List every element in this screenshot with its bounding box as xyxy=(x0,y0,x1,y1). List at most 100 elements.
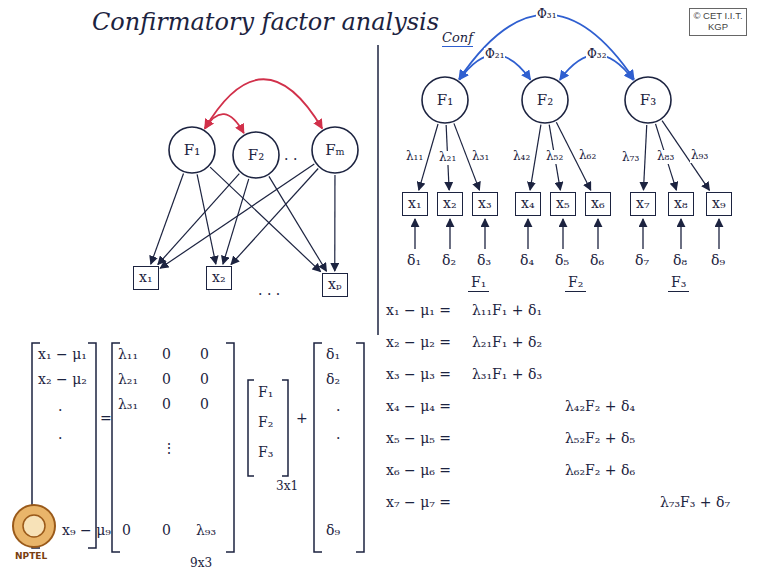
factor-circle: F₁ xyxy=(421,76,469,124)
handwritten-label: δ₂ xyxy=(442,252,456,269)
edge-label: λ₂₁ xyxy=(438,151,457,165)
loading-arrow xyxy=(334,175,335,271)
node-text: F₁ xyxy=(184,141,200,159)
variable-box: x₁ xyxy=(402,192,428,216)
edge-label: λ₉₃ xyxy=(690,149,709,163)
handwritten-label: = xyxy=(100,410,112,427)
error-arrow xyxy=(562,219,563,249)
edge-label: λ₇₃ xyxy=(621,151,640,165)
handwritten-label: λ₅₂F₂ + δ₅ xyxy=(565,430,635,447)
node-text: xₚ xyxy=(328,274,342,295)
edge-label: λ₅₂ xyxy=(545,150,564,164)
handwritten-label: NPTEL xyxy=(15,551,47,562)
handwritten-label: . xyxy=(58,398,62,415)
handwritten-label: . . . xyxy=(258,282,280,299)
variable-box: x₂ xyxy=(437,192,463,216)
handwritten-label: F₁ xyxy=(468,274,489,292)
bracket xyxy=(356,343,364,552)
error-arrows xyxy=(415,219,719,249)
bracket xyxy=(88,343,96,548)
bracket xyxy=(314,343,322,552)
node-text: F₁ xyxy=(437,91,453,109)
edge-label: Φ₃₁ xyxy=(536,8,557,22)
correlation-arc xyxy=(205,79,322,128)
handwritten-label: λ₂₁ xyxy=(118,371,138,388)
variable-box: x₄ xyxy=(515,192,541,216)
edge-label: λ₆₂ xyxy=(578,149,597,163)
loading-arrow xyxy=(151,174,184,265)
handwritten-label: F₂ xyxy=(258,414,273,431)
variable-box: x₂ xyxy=(206,266,232,290)
node-text: x₁ xyxy=(139,267,153,288)
handwritten-label: 9x3 xyxy=(190,556,212,570)
handwritten-label: λ₉₃ xyxy=(196,522,216,539)
handwritten-label: λ₃₁ xyxy=(118,396,138,413)
node-text: x₉ xyxy=(712,193,726,214)
circle-shape xyxy=(169,127,215,173)
handwritten-label: F₂ xyxy=(565,274,586,292)
variable-box: x₆ xyxy=(585,192,611,216)
node-text: x₂ xyxy=(212,267,226,288)
edge-label: λ₄₂ xyxy=(512,150,531,164)
handwritten-label: x₅ − μ₅ = xyxy=(386,430,451,447)
variable-box: x₃ xyxy=(472,192,498,216)
variable-box: x₅ xyxy=(550,192,576,216)
handwritten-label: 0 xyxy=(200,396,209,413)
error-arrow xyxy=(527,219,528,249)
handwritten-label: λ₆₂F₂ + δ₆ xyxy=(565,462,635,479)
handwritten-label: F₃ xyxy=(668,274,689,292)
variable-box: x₉ xyxy=(706,192,732,216)
correlation-arc xyxy=(459,15,634,80)
handwritten-label: δ₁ xyxy=(407,252,421,269)
handwritten-label: 0 xyxy=(122,522,131,539)
loading-arrow xyxy=(160,164,314,268)
logo-ring xyxy=(13,505,55,547)
node-text: Fₘ xyxy=(325,141,345,159)
handwritten-label: δ₄ xyxy=(520,252,534,269)
edge-label: λ₃₁ xyxy=(471,150,490,164)
loading-arrow xyxy=(656,124,677,190)
handwritten-label: δ₆ xyxy=(590,252,604,269)
factor-circle: F₂ xyxy=(232,131,280,179)
handwritten-label: λ₁₁ xyxy=(118,346,138,363)
variable-box: xₚ xyxy=(322,273,348,297)
handwritten-label: λ₂₁F₁ + δ₂ xyxy=(472,334,542,351)
handwritten-label: δ₇ xyxy=(635,252,649,269)
node-text: F₂ xyxy=(537,91,553,109)
edge-label: Φ₂₁ xyxy=(484,48,505,62)
nptel-logo xyxy=(13,505,55,547)
loading-arrow xyxy=(530,125,541,190)
node-text: F₃ xyxy=(640,91,656,109)
factor-circle: F₂ xyxy=(521,76,569,124)
error-arrow xyxy=(414,219,415,249)
bracket xyxy=(282,380,288,476)
node-text: x₇ xyxy=(636,193,650,214)
error-arrow xyxy=(718,219,719,249)
bracket xyxy=(226,343,234,552)
logo-core xyxy=(23,515,45,537)
factor-circle: F₃ xyxy=(624,76,672,124)
edge-label: λ₈₃ xyxy=(656,150,675,164)
loading-arrow xyxy=(197,174,216,264)
handwritten-label: x₁ − μ₁ = xyxy=(386,302,451,319)
node-text: x₅ xyxy=(556,193,570,214)
loading-arrow xyxy=(643,125,646,190)
node-text: x₂ xyxy=(443,193,457,214)
circle-shape xyxy=(625,77,671,123)
handwritten-label: 0 xyxy=(162,346,171,363)
factor-circle: F₁ xyxy=(168,126,216,174)
edge-label: λ₁₁ xyxy=(405,150,424,164)
handwritten-label: δ₂ xyxy=(326,371,340,388)
handwritten-label: δ₈ xyxy=(673,252,687,269)
handwritten-label: 0 xyxy=(162,396,171,413)
variable-box: x₇ xyxy=(630,192,656,216)
node-text: x₁ xyxy=(408,193,422,214)
error-arrow xyxy=(449,219,450,249)
handwritten-label: x₇ − μ₇ = xyxy=(386,494,451,511)
handwritten-label: δ₁ xyxy=(326,346,340,363)
factor-circle: Fₘ xyxy=(311,126,359,174)
divider-line xyxy=(377,45,379,335)
handwritten-label: λ₄₂F₂ + δ₄ xyxy=(565,398,635,415)
correlation-arc xyxy=(205,114,244,133)
handwritten-label: ⋮ xyxy=(162,440,176,457)
